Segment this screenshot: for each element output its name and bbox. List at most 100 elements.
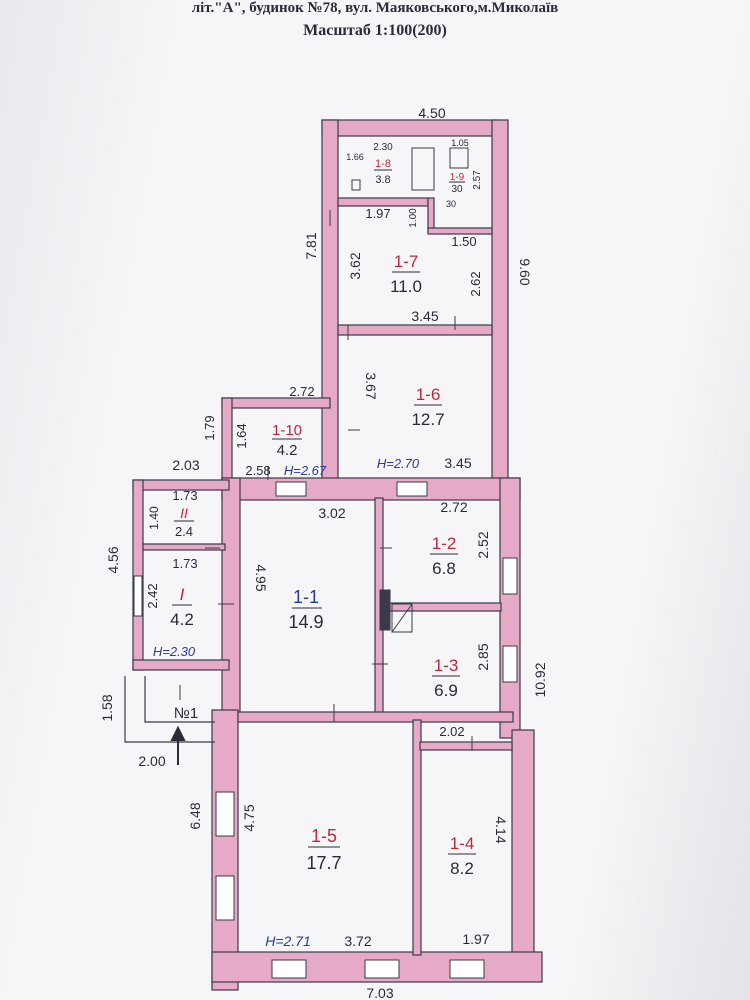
room-1-7-area: 11.0 bbox=[390, 277, 422, 296]
room-II-area: 2.4 bbox=[175, 524, 193, 539]
wall-right-lower bbox=[511, 729, 535, 981]
dim-1-97-top: 1.97 bbox=[365, 206, 390, 221]
room-1-3-area: 6.9 bbox=[434, 681, 458, 700]
room-1-7-id: 1-7 bbox=[394, 252, 419, 271]
dim-1-58: 1.58 bbox=[99, 694, 115, 721]
dim-1-97-bottom: 1.97 bbox=[462, 931, 489, 947]
dim-2-85: 2.85 bbox=[475, 643, 491, 670]
room-1-5-id: 1-5 bbox=[311, 826, 337, 846]
dim-4-56: 4.56 bbox=[105, 546, 121, 573]
room-1-1-id: 1-1 bbox=[293, 587, 319, 607]
room-labels: 1-1 14.9 1-2 6.8 1-3 6.9 1-4 8.2 1-5 17.… bbox=[170, 158, 476, 878]
wall-1-3-1-4 bbox=[419, 741, 513, 751]
dim-2-72-lower: 2.72 bbox=[440, 499, 467, 515]
wall-1-7-1-6 bbox=[337, 324, 493, 336]
room-1-3-id: 1-3 bbox=[434, 656, 459, 675]
dim-3-67: 3.67 bbox=[363, 372, 379, 399]
dim-3-45-upper: 3.45 bbox=[411, 308, 438, 324]
dim-4-75: 4.75 bbox=[241, 804, 257, 831]
dim-2-52: 2.52 bbox=[475, 531, 491, 558]
fixtures bbox=[351, 147, 469, 633]
dim-1-79: 1.79 bbox=[202, 415, 217, 440]
room-1-10-area: 4.2 bbox=[277, 442, 298, 459]
wall-left-lower bbox=[211, 709, 239, 991]
wall-right-mid bbox=[499, 477, 521, 739]
room-1-6-area: 12.7 bbox=[411, 410, 444, 429]
wall-1-8 bbox=[337, 197, 429, 207]
porch-lines bbox=[124, 676, 215, 743]
room-I-id: I bbox=[180, 585, 185, 604]
room-1-8-area: 3.8 bbox=[375, 174, 390, 186]
room-1-1-area: 14.9 bbox=[288, 612, 323, 632]
toilet-icon bbox=[351, 179, 361, 191]
dim-2-42: 2.42 bbox=[145, 583, 160, 608]
windows bbox=[133, 481, 518, 979]
entrance-number: №1 bbox=[174, 705, 198, 722]
dim-1-05: 1.05 bbox=[451, 138, 469, 148]
dim-1-64: 1.64 bbox=[234, 423, 249, 448]
dim-2-02: 2.02 bbox=[439, 724, 464, 739]
entrance-arrow-icon bbox=[170, 725, 186, 765]
dim-1-50: 1.50 bbox=[451, 234, 476, 249]
chimney-icon bbox=[379, 589, 391, 631]
dim-2-03: 2.03 bbox=[172, 457, 199, 473]
dim-3-45-lower: 3.45 bbox=[444, 455, 471, 471]
room-1-6-id: 1-6 bbox=[416, 385, 441, 404]
wall-1-10-top bbox=[221, 397, 331, 409]
dim-1-00: 1.00 bbox=[408, 208, 419, 228]
dim-h-2-67: H=2.67 bbox=[284, 463, 327, 478]
room-1-5-area: 17.7 bbox=[306, 853, 341, 873]
wall-1-9-small bbox=[427, 197, 435, 233]
dim-1-73-mid: 1.73 bbox=[172, 556, 197, 571]
dim-top-width: 4.50 bbox=[418, 105, 445, 121]
dim-3-62: 3.62 bbox=[347, 252, 363, 279]
wall-left-upper bbox=[321, 119, 339, 481]
dim-9-60: 9.60 bbox=[517, 258, 533, 285]
dim-2-58: 2.58 bbox=[245, 463, 270, 478]
room-1-10-id: 1-10 bbox=[272, 422, 302, 439]
room-II-id: II bbox=[180, 505, 188, 521]
dim-1-73-top: 1.73 bbox=[172, 488, 197, 503]
scale-label: Масштаб 1:100(200) bbox=[303, 22, 447, 39]
wall-I-II bbox=[142, 543, 226, 551]
dim-bottom-width: 7.03 bbox=[366, 985, 393, 1000]
dim-10-92: 10.92 bbox=[532, 662, 548, 697]
wall-left-mid bbox=[221, 477, 241, 719]
dim-2-57: 2.57 bbox=[472, 170, 483, 190]
dim-h-2-30: H=2.30 bbox=[153, 644, 196, 659]
room-1-8-id: 1-8 bbox=[375, 158, 391, 170]
room-1-9-area: 30 bbox=[451, 184, 463, 195]
stove-icon bbox=[449, 147, 469, 169]
dim-30: 30 bbox=[446, 199, 456, 209]
wall-1-10-left bbox=[221, 397, 233, 489]
dim-2-62: 2.62 bbox=[468, 271, 483, 296]
room-1-4-id: 1-4 bbox=[450, 834, 475, 853]
dim-h-2-70: H=2.70 bbox=[377, 456, 420, 471]
wall-1-9-bottom bbox=[427, 227, 493, 235]
dim-6-48: 6.48 bbox=[187, 802, 203, 829]
document-title: літ."А", будинок №78, вул. Маяковського,… bbox=[191, 0, 559, 16]
dim-1-66: 1.66 bbox=[346, 152, 364, 162]
dim-4-14: 4.14 bbox=[493, 816, 509, 843]
wall-right-upper bbox=[491, 119, 509, 491]
room-1-2-area: 6.8 bbox=[432, 559, 456, 578]
dim-2-00: 2.00 bbox=[138, 753, 165, 769]
room-1-9-id: 1-9 bbox=[450, 172, 465, 183]
dim-3-72: 3.72 bbox=[344, 933, 371, 949]
dimension-labels: 4.50 2.30 1.66 1.05 2.57 30 1.97 1.00 7.… bbox=[99, 105, 548, 1000]
wall-1-1-1-5 bbox=[237, 711, 514, 723]
dim-4-95: 4.95 bbox=[253, 564, 269, 591]
bathtub-icon bbox=[411, 147, 435, 191]
wall-middle-band bbox=[221, 477, 521, 501]
dim-1-40: 1.40 bbox=[147, 506, 161, 530]
dim-2-72-upper: 2.72 bbox=[289, 384, 314, 399]
dim-7-81: 7.81 bbox=[303, 232, 319, 259]
dim-2-30: 2.30 bbox=[373, 142, 393, 153]
dim-h-2-71: H=2.71 bbox=[265, 933, 311, 949]
dim-3-02: 3.02 bbox=[318, 505, 345, 521]
room-1-2-id: 1-2 bbox=[432, 534, 457, 553]
room-1-4-area: 8.2 bbox=[450, 859, 474, 878]
wall-annex-left bbox=[132, 479, 144, 671]
